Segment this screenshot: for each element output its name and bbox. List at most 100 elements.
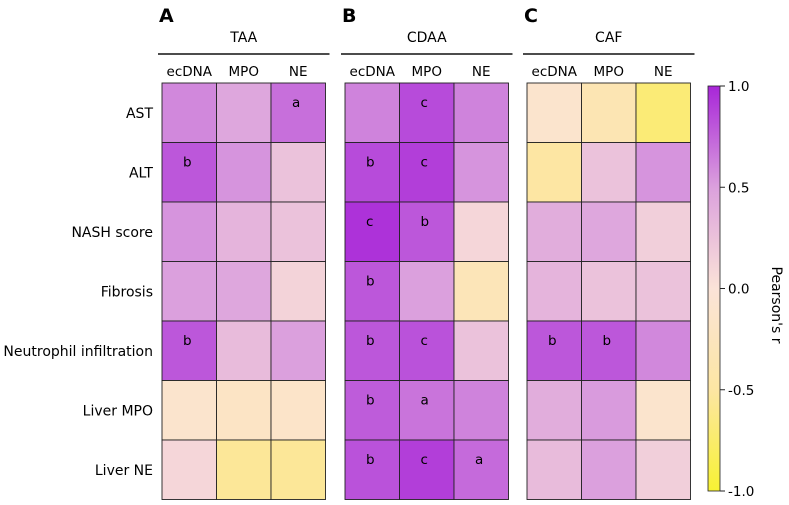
heatmap-cell: [526, 439, 582, 500]
significance-label: b: [366, 274, 375, 290]
row-label: ALT: [129, 165, 153, 181]
heatmap-cell: [161, 261, 217, 322]
heatmap-cell: [581, 261, 637, 322]
heatmap-cell: [581, 380, 637, 441]
heatmap-cell: [453, 142, 509, 203]
heatmap-cell: [270, 201, 326, 262]
heatmap-cell: [344, 380, 400, 441]
heatmap-cell: [526, 380, 582, 441]
panel-title: TAA: [229, 30, 257, 46]
heatmap-cell: [453, 439, 509, 500]
heatmap-cell: [161, 201, 217, 262]
heatmap-cell: [216, 261, 272, 322]
heatmap-cell: [453, 201, 509, 262]
row-label: Liver MPO: [83, 403, 153, 419]
heatmap-cell: [399, 439, 455, 500]
significance-label: c: [421, 95, 428, 111]
heatmap-cell: [161, 380, 217, 441]
heatmap-cell: [344, 201, 400, 262]
heatmap-cell: [344, 142, 400, 203]
heatmap-cell: [399, 201, 455, 262]
heatmap-cell: [635, 320, 691, 381]
heatmap-cell: [635, 439, 691, 500]
heatmap-cell: [216, 320, 272, 381]
heatmap-cell: [270, 261, 326, 322]
heatmap-cell: [526, 320, 582, 381]
heatmap-cell: [581, 439, 637, 500]
row-label: Liver NE: [95, 463, 153, 479]
significance-label: c: [421, 155, 428, 171]
heatmap-cell: [161, 439, 217, 500]
significance-label: b: [421, 214, 430, 230]
column-label: ecDNA: [350, 64, 396, 80]
heatmap-cell: [216, 142, 272, 203]
colorbar: [707, 85, 721, 492]
colorbar-tick-label: 0.5: [728, 180, 749, 196]
heatmap-cell: [161, 82, 217, 143]
heatmap-cell: [270, 439, 326, 500]
heatmap-cell: [399, 82, 455, 143]
significance-label: b: [183, 333, 192, 349]
heatmap-cell: [399, 142, 455, 203]
significance-label: c: [421, 452, 428, 468]
heatmap-cell: [526, 261, 582, 322]
heatmap-cell: [216, 201, 272, 262]
significance-label: b: [183, 155, 192, 171]
column-label: NE: [472, 64, 491, 80]
heatmap-cell: [270, 142, 326, 203]
significance-label: b: [366, 393, 375, 409]
heatmap-cell: [453, 320, 509, 381]
colorbar-tick-label: 0.0: [728, 282, 749, 298]
significance-label: b: [603, 333, 612, 349]
colorbar-label: Pearson's r: [768, 267, 784, 344]
column-label: ecDNA: [167, 64, 213, 80]
heatmap-cell: [270, 380, 326, 441]
heatmap-cell: [399, 261, 455, 322]
panel-title: CAF: [595, 30, 622, 46]
significance-label: b: [366, 155, 375, 171]
heatmap-cell: [635, 261, 691, 322]
significance-label: c: [366, 214, 373, 230]
heatmap-cell: [270, 82, 326, 143]
column-label: ecDNA: [532, 64, 578, 80]
heatmap-cell: [161, 142, 217, 203]
heatmap-cell: [344, 320, 400, 381]
heatmap-cell: [216, 439, 272, 500]
significance-label: a: [475, 452, 483, 468]
heatmap-cell: [526, 82, 582, 143]
significance-label: b: [366, 333, 375, 349]
column-label: NE: [289, 64, 308, 80]
column-label: MPO: [594, 64, 624, 80]
heatmap-cell: [526, 201, 582, 262]
heatmap-cell: [399, 380, 455, 441]
significance-label: c: [421, 333, 428, 349]
heatmap-cell: [453, 380, 509, 441]
heatmap-cell: [581, 82, 637, 143]
heatmap-cell: [526, 142, 582, 203]
heatmap-cell: [581, 201, 637, 262]
heatmap-cell: [216, 82, 272, 143]
heatmap-cell: [581, 142, 637, 203]
column-label: MPO: [229, 64, 259, 80]
panel-letter: C: [524, 5, 538, 27]
significance-label: a: [292, 95, 300, 111]
significance-label: a: [421, 393, 429, 409]
heatmap-cell: [399, 320, 455, 381]
panel-title: CDAA: [407, 30, 447, 46]
heatmap-cell: [453, 261, 509, 322]
colorbar-tick-label: -0.5: [728, 383, 754, 399]
heatmap-cell: [216, 380, 272, 441]
significance-label: b: [548, 333, 557, 349]
heatmap-cell: [635, 201, 691, 262]
heatmap-cell: [344, 82, 400, 143]
row-label: NASH score: [71, 225, 153, 241]
heatmap-cell: [581, 320, 637, 381]
colorbar-tick-label: 1.0: [728, 79, 749, 95]
heatmap-cell: [635, 380, 691, 441]
heatmap-cell: [161, 320, 217, 381]
colorbar-tick-label: -1.0: [728, 484, 754, 500]
